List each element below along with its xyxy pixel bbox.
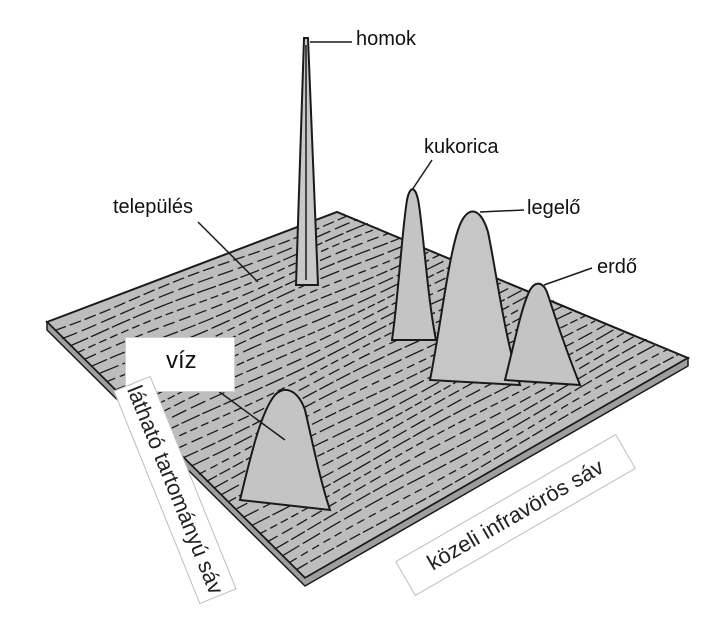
peak-homok <box>294 37 320 286</box>
leader-erdo <box>543 267 593 286</box>
contour-line <box>92 238 400 367</box>
label-legelo: legelő <box>527 197 581 219</box>
contour-line <box>274 338 648 550</box>
label-erdo: erdő <box>597 256 638 278</box>
label-viz: víz <box>166 347 197 374</box>
contour-line <box>122 253 441 399</box>
leader-telepules <box>197 221 259 283</box>
contour-line <box>281 343 658 557</box>
contour-line <box>251 327 617 526</box>
contour-line <box>77 227 379 354</box>
leader-legelo <box>479 209 525 213</box>
peak-erdo <box>503 282 582 387</box>
contour-line <box>69 222 369 347</box>
contour-line <box>160 276 493 435</box>
label-telepules: település <box>113 196 194 218</box>
contour-line <box>145 266 472 421</box>
contour-line <box>168 281 503 442</box>
contour-line <box>297 354 679 570</box>
label-homok: homok <box>356 28 417 50</box>
peaks <box>197 37 593 512</box>
peak-legelo <box>428 210 522 387</box>
peak-kukorica <box>390 188 438 341</box>
peak-viz <box>238 389 332 512</box>
leader-kukorica <box>411 159 433 191</box>
contour-line <box>289 348 668 563</box>
label-kukorica: kukorica <box>424 136 499 158</box>
leader-viz <box>209 384 286 441</box>
